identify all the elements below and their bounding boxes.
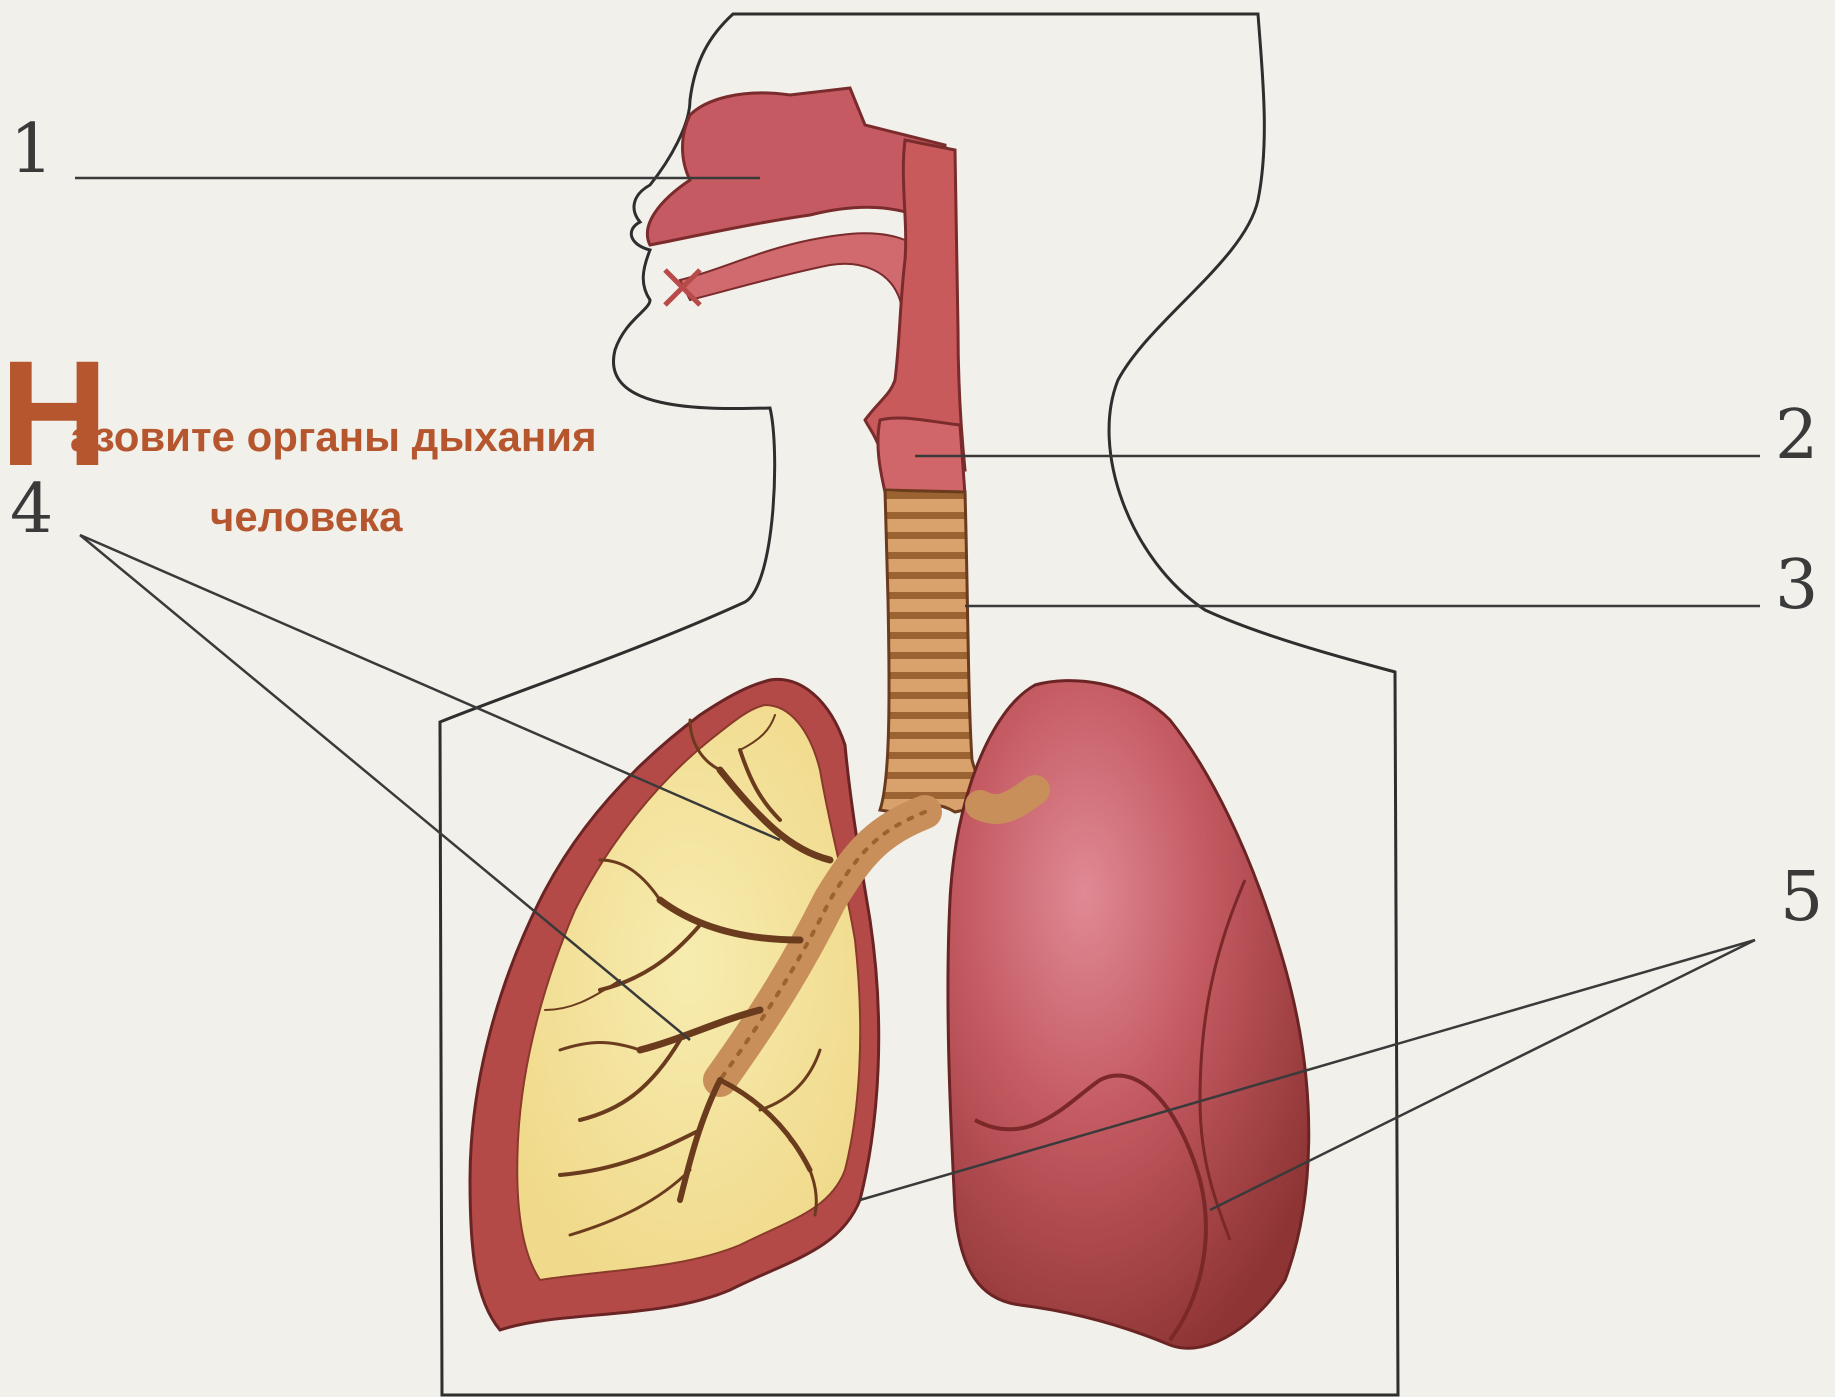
oral-cavity — [680, 233, 910, 340]
lung-exterior — [948, 681, 1309, 1349]
label-3: 3 — [1775, 546, 1818, 625]
label-5: 5 — [1780, 858, 1823, 937]
label-1: 1 — [10, 110, 53, 189]
label-2: 2 — [1775, 396, 1818, 475]
title-line-1: азовите органы дыхания — [70, 412, 597, 462]
lung-cut-section-inner — [517, 705, 860, 1280]
title-line-2: человека — [210, 492, 403, 542]
leader-line-4a — [80, 535, 780, 840]
leader-line-4b — [80, 535, 690, 1040]
